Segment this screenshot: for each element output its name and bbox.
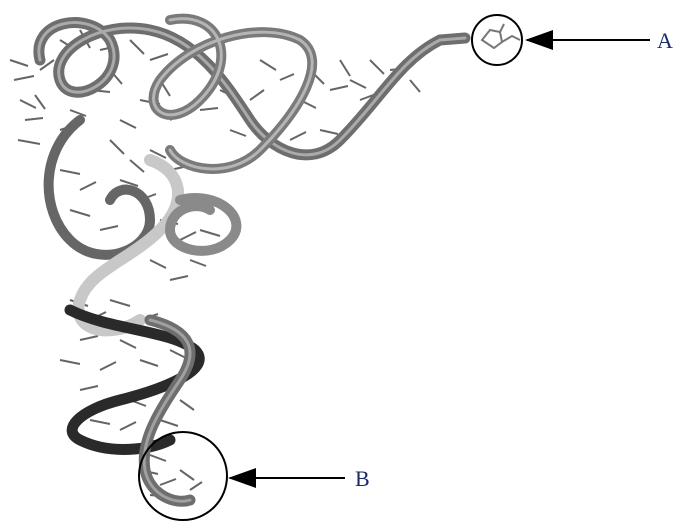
label-A: A <box>657 28 673 53</box>
backbone-upper-loop <box>39 23 465 155</box>
label-B: B <box>355 466 370 491</box>
base-in-circle-A <box>482 24 520 48</box>
circle-A <box>472 15 522 65</box>
backbone-d-arm <box>49 120 150 255</box>
backbone-anticodon-loop <box>170 198 236 251</box>
